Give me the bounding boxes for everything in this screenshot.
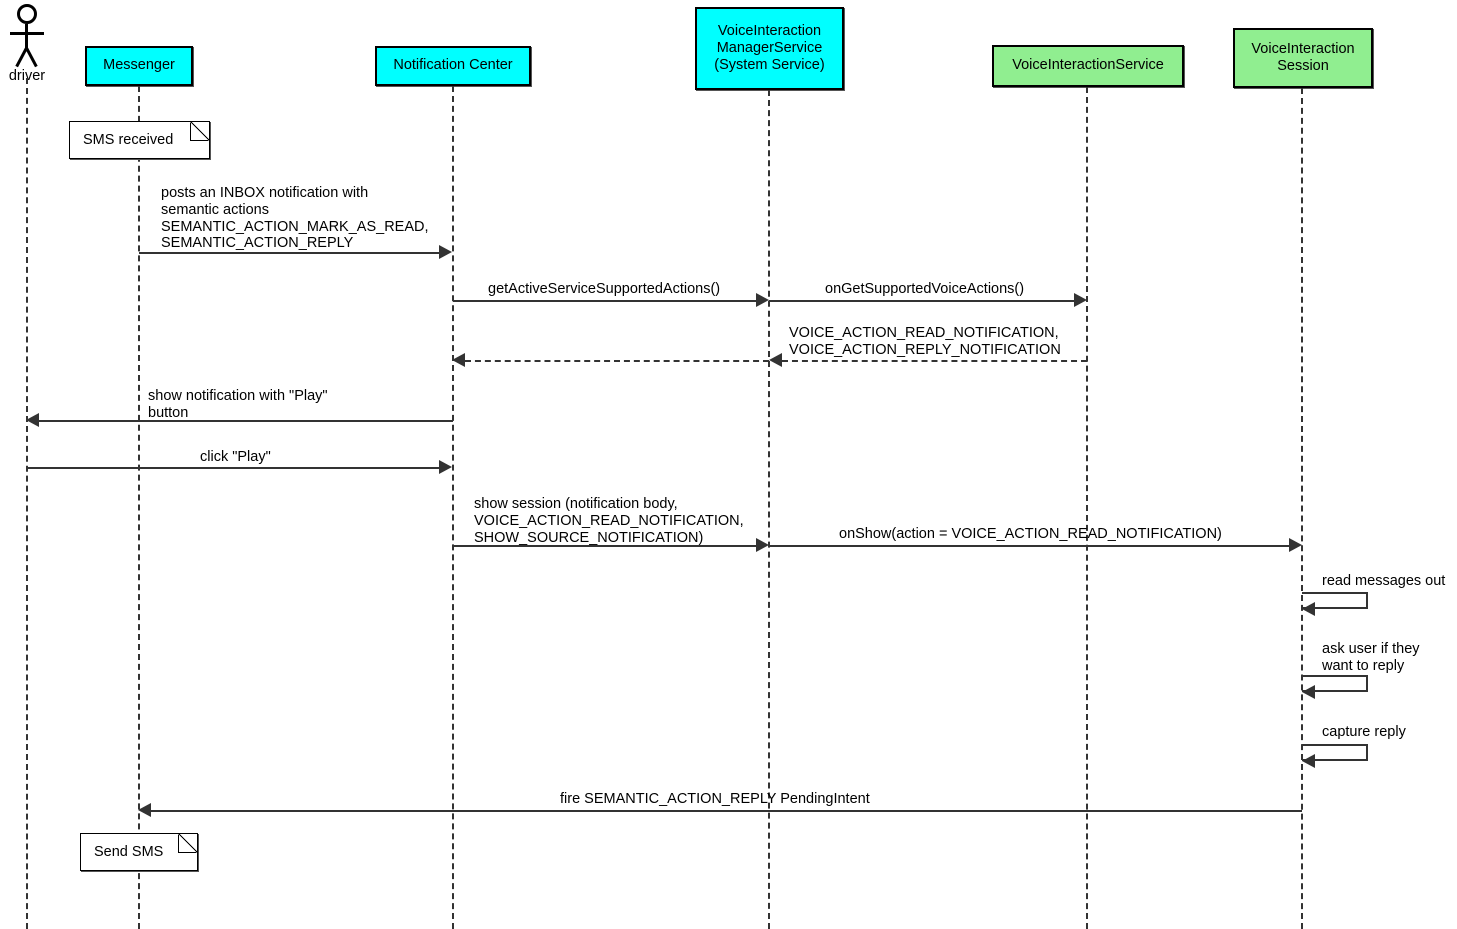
msg-return-supported-actions-2-line: [465, 360, 769, 362]
msg-return-supported-actions-arrowhead: [769, 353, 782, 367]
self-read-messages-out-arrowhead: [1302, 602, 1315, 616]
msg-get-active-service-supported-actions-arrowhead: [756, 293, 769, 307]
self-ask-user-reply-loop: [1302, 675, 1368, 692]
msg-click-play-arrowhead: [439, 460, 452, 474]
lifeline-messenger: [138, 86, 140, 929]
lifeline-session: [1301, 88, 1303, 929]
note-fold-line-icon: [191, 122, 209, 140]
line2: want to reply: [1322, 657, 1405, 674]
line1: show notification with "Play": [148, 388, 328, 404]
msg-on-show-arrowhead: [1289, 538, 1302, 552]
line2: button: [148, 404, 189, 421]
msg-return-supported-actions-2-arrowhead: [452, 353, 465, 367]
line2: semantic actions: [161, 201, 269, 218]
msg-fire-pending-intent-arrowhead: [138, 803, 151, 817]
msg-on-get-supported-voice-actions-label: onGetSupportedVoiceActions(): [825, 281, 1025, 297]
participant-messenger[interactable]: Messenger: [85, 46, 193, 86]
note-send-sms: Send SMS: [80, 833, 198, 871]
msg-get-active-service-supported-actions-line: [453, 300, 756, 302]
line2: VOICE_ACTION_REPLY_NOTIFICATION: [789, 341, 1061, 358]
msg-show-notification-arrowhead: [26, 413, 39, 427]
msg-return-supported-actions-label: VOICE_ACTION_READ_NOTIFICATION,VOICE_ACT…: [789, 325, 1061, 359]
msg-click-play-line: [27, 467, 439, 469]
msg-return-supported-actions-line: [782, 360, 1087, 362]
msg-show-notification-line: [39, 420, 453, 422]
actor-label: driver: [8, 68, 46, 84]
actor-right-leg-icon: [25, 47, 38, 68]
lifeline-driver: [26, 78, 28, 929]
participant-messenger-label: Messenger: [103, 57, 175, 74]
note-send-sms-text: Send SMS: [94, 844, 164, 860]
participant-vims-label-line2: ManagerService: [716, 39, 823, 56]
participant-session-label-line1: VoiceInteraction: [1251, 40, 1355, 57]
participant-voice-interaction-session[interactable]: VoiceInteraction Session: [1233, 28, 1373, 88]
participant-vims-label-line1: VoiceInteraction: [717, 22, 822, 39]
msg-show-session-label: show session (notification body,VOICE_AC…: [474, 496, 744, 546]
msg-on-get-supported-voice-actions-line: [769, 300, 1074, 302]
participant-voice-interaction-manager-service[interactable]: VoiceInteraction ManagerService (System …: [695, 7, 844, 90]
self-read-messages-out-label: read messages out: [1322, 573, 1446, 589]
msg-post-inbox-notification-line: [139, 252, 439, 254]
self-capture-reply-loop: [1302, 744, 1368, 761]
line3: SEMANTIC_ACTION_MARK_AS_READ,: [161, 218, 429, 235]
line2: VOICE_ACTION_READ_NOTIFICATION,: [474, 512, 744, 529]
line1: show session (notification body,: [474, 496, 678, 512]
participant-notification-center-label: Notification Center: [393, 57, 513, 74]
msg-on-show-line: [769, 545, 1289, 547]
line4: SEMANTIC_ACTION_REPLY: [161, 235, 354, 252]
self-ask-user-reply-arrowhead: [1302, 685, 1315, 699]
note-sms-received-text: SMS received: [83, 132, 174, 148]
msg-show-session-arrowhead: [756, 538, 769, 552]
note-sms-received: SMS received: [69, 121, 210, 159]
participant-vis-label: VoiceInteractionService: [1012, 57, 1164, 74]
line1: ask user if they: [1322, 641, 1420, 657]
msg-fire-pending-intent-label: fire SEMANTIC_ACTION_REPLY PendingIntent: [560, 791, 870, 807]
participant-session-label-line2: Session: [1277, 58, 1329, 74]
msg-post-inbox-notification-arrowhead: [439, 245, 452, 259]
self-read-messages-out-loop: [1302, 592, 1368, 609]
actor-body-icon: [25, 24, 28, 50]
msg-fire-pending-intent-line: [151, 810, 1302, 812]
line3: SHOW_SOURCE_NOTIFICATION): [474, 529, 704, 546]
participant-vims-label-line3: (System Service): [714, 57, 825, 74]
lifeline-notification-center: [452, 86, 454, 929]
participant-notification-center[interactable]: Notification Center: [375, 46, 531, 86]
msg-click-play-label: click "Play": [200, 449, 271, 465]
lifeline-vis: [1086, 87, 1088, 929]
msg-on-get-supported-voice-actions-arrowhead: [1074, 293, 1087, 307]
actor-head-icon: [17, 4, 37, 24]
self-capture-reply-label: capture reply: [1322, 724, 1406, 740]
msg-show-notification-label: show notification with "Play"button: [148, 388, 328, 422]
note-fold-line-icon: [179, 834, 197, 852]
actor-arms-icon: [10, 32, 44, 35]
line1: posts an INBOX notification with: [161, 185, 369, 201]
participant-voice-interaction-service[interactable]: VoiceInteractionService: [992, 45, 1184, 87]
msg-show-session-line: [453, 545, 756, 547]
msg-get-active-service-supported-actions-label: getActiveServiceSupportedActions(): [488, 281, 721, 297]
lifeline-vims: [768, 90, 770, 929]
self-capture-reply-arrowhead: [1302, 754, 1315, 768]
msg-on-show-label: onShow(action = VOICE_ACTION_READ_NOTIFI…: [839, 526, 1222, 542]
line1: VOICE_ACTION_READ_NOTIFICATION,: [789, 325, 1059, 341]
